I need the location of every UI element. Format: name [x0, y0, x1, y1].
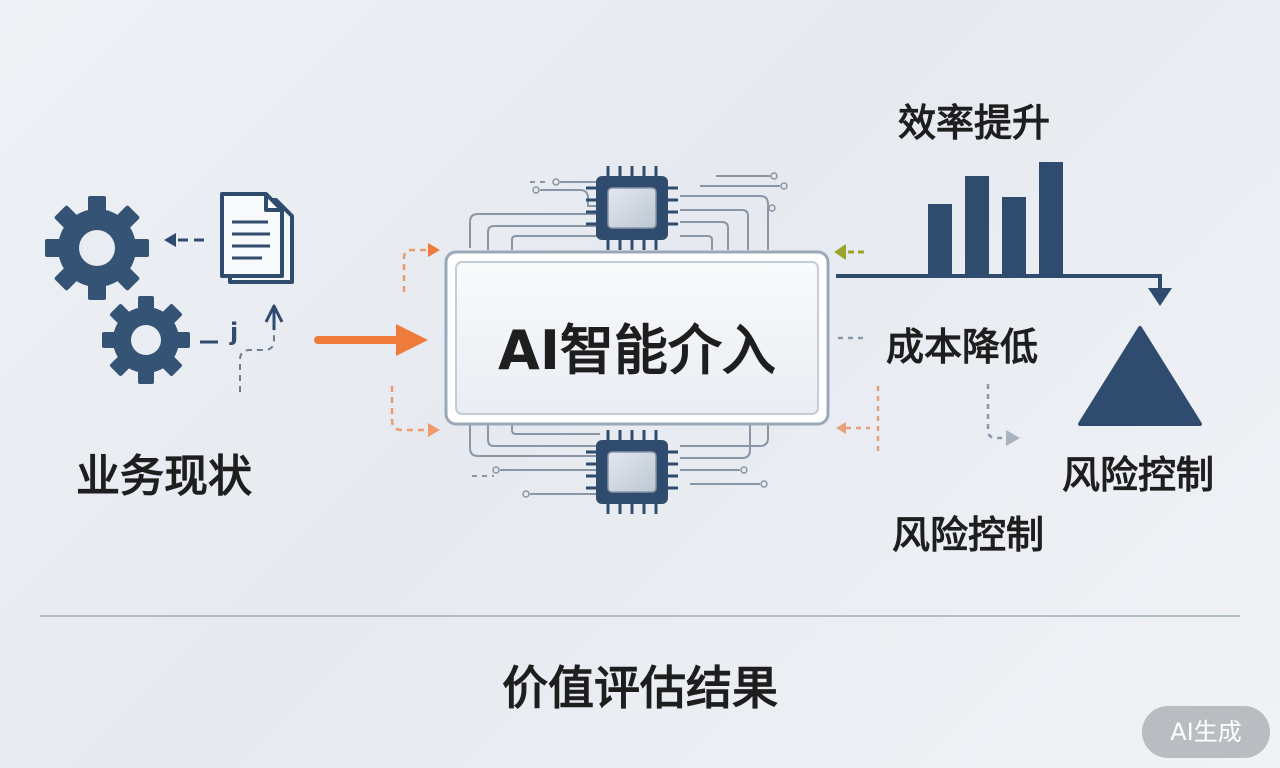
dashed-connectors-right	[836, 336, 1020, 452]
orange-dashed-arrows	[390, 243, 440, 437]
gear-mark-label: j	[230, 318, 239, 346]
bar-3	[1002, 197, 1026, 274]
small-dashes	[472, 181, 548, 477]
bar-2	[965, 176, 989, 274]
document-icon	[220, 192, 294, 284]
bar-chart-bars	[928, 162, 1063, 274]
ai-panel	[444, 250, 830, 426]
triangle-icon	[1078, 326, 1202, 426]
circuit-nodes	[492, 172, 788, 498]
efficiency-label: 效率提升	[898, 101, 1051, 145]
bar-1	[928, 204, 952, 274]
risk-control-right-label: 风险控制	[1062, 453, 1215, 497]
circuit-traces	[469, 175, 780, 495]
current-state-label: 业务现状	[76, 451, 252, 502]
ai-generated-badge[interactable]: AI生成	[1142, 706, 1270, 758]
cost-reduction-label: 成本降低	[886, 325, 1039, 369]
value-result-title: 价值评估结果	[502, 661, 778, 715]
ai-intervention-label: AI智能介入	[498, 319, 776, 382]
risk-control-bottom-label: 风险控制	[892, 513, 1045, 557]
chip-icon-bottom	[586, 430, 678, 514]
chip-icon-top	[586, 166, 678, 250]
bar-4	[1039, 162, 1063, 274]
gear-icon-large	[45, 196, 149, 300]
bar-chart-icon	[836, 162, 1172, 306]
gear-icon-small	[102, 296, 190, 384]
orange-arrow-icon	[314, 324, 428, 356]
dashed-up-arrow	[239, 304, 284, 392]
doc-to-gear-connector	[164, 233, 218, 344]
olive-arrow-icon	[834, 244, 866, 260]
